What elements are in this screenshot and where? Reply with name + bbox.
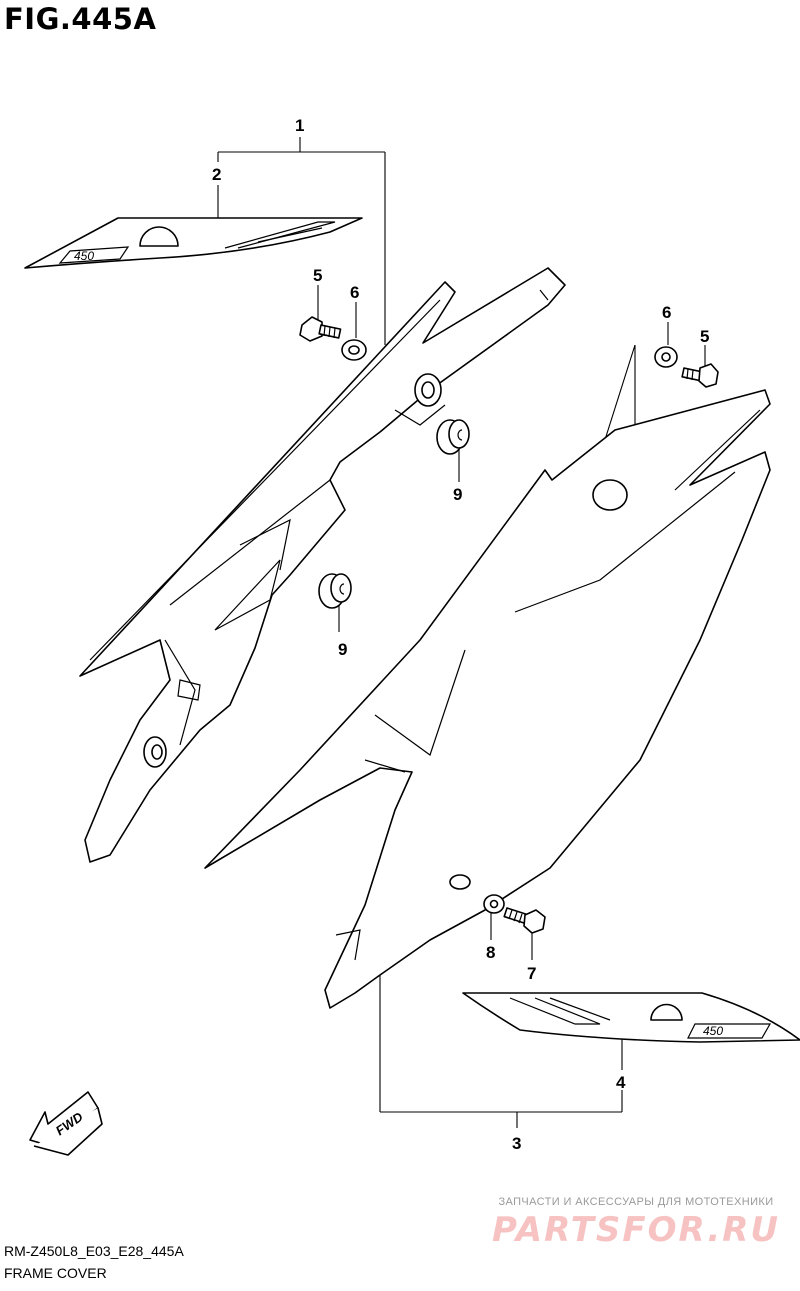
grommet-upper — [436, 419, 470, 455]
figure-title: FIG.445A — [4, 2, 157, 36]
decal-right: 450 — [462, 992, 800, 1043]
washer-upper-right — [654, 346, 678, 368]
frame-cover-right — [204, 389, 771, 1009]
figure-code: RM-Z450L8_E03_E28_445A — [4, 1243, 184, 1259]
callout-2: 2 — [212, 165, 221, 184]
decal-text-right: 450 — [703, 1024, 723, 1038]
callout-3: 3 — [512, 1134, 521, 1153]
callout-4: 4 — [616, 1073, 626, 1092]
watermark: ЗАПЧАСТИ И АКСЕССУАРЫ ДЛЯ МОТОТЕХНИКИ PA… — [472, 1196, 800, 1250]
bolt-lower — [503, 907, 546, 934]
callout-7: 7 — [527, 964, 536, 983]
callout-6-right: 6 — [662, 303, 671, 322]
washer-upper-left — [341, 339, 367, 361]
callout-6-left: 6 — [350, 283, 359, 302]
watermark-logo: PARTSFOR.RU — [491, 1210, 781, 1250]
fwd-arrow-icon: FWD — [29, 1091, 103, 1156]
decal-left: 450 — [24, 217, 363, 269]
callout-9-upper: 9 — [453, 485, 462, 504]
callout-1: 1 — [295, 116, 304, 135]
watermark-tagline: ЗАПЧАСТИ И АКСЕССУАРЫ ДЛЯ МОТОТЕХНИКИ — [498, 1196, 774, 1208]
washer-lower — [483, 894, 505, 914]
bolt-upper-right — [681, 363, 719, 388]
frame-cover-left — [79, 267, 566, 863]
figure-name: FRAME COVER — [4, 1265, 107, 1281]
callout-9-lower: 9 — [338, 640, 347, 659]
callout-5-left: 5 — [313, 266, 322, 285]
callout-8: 8 — [486, 943, 495, 962]
decal-text-left: 450 — [74, 249, 94, 263]
bolt-upper-left — [299, 316, 342, 342]
callout-5-right: 5 — [700, 327, 709, 346]
grommet-lower — [318, 573, 352, 609]
